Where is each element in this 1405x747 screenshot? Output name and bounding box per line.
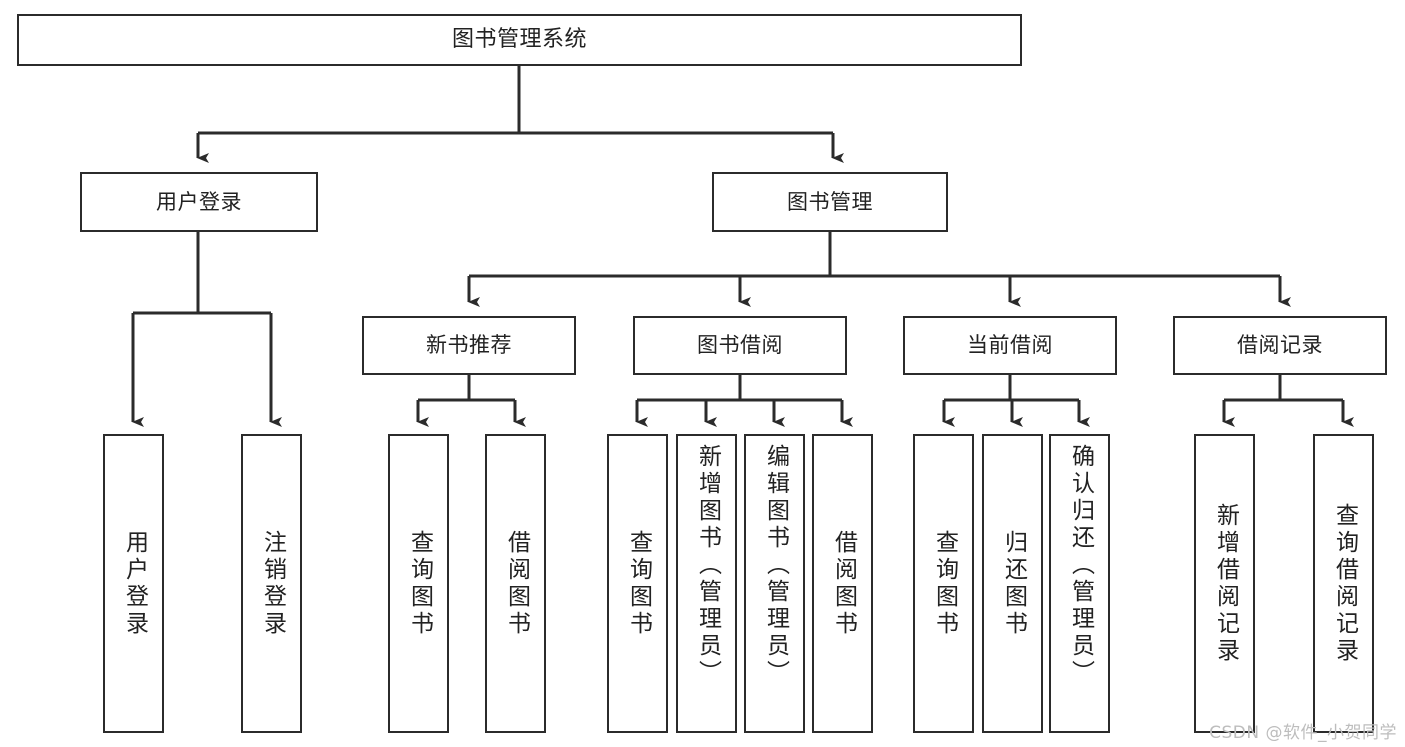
leaf-current-borrow-return[interactable]: 归还图书 xyxy=(982,434,1043,733)
leaf-borrow-record-add[interactable]: 新增借阅记录 xyxy=(1194,434,1255,733)
leaf-book-borrow-add-label: 新增图书（管理员） xyxy=(694,444,721,687)
node-book-management-label: 图书管理 xyxy=(787,189,873,214)
node-book-borrow[interactable]: 图书借阅 xyxy=(633,316,847,375)
leaf-new-book-query-label: 查询图书 xyxy=(406,529,433,638)
leaf-book-borrow-query[interactable]: 查询图书 xyxy=(607,434,668,733)
leaf-book-borrow-lend[interactable]: 借阅图书 xyxy=(812,434,873,733)
node-borrow-record[interactable]: 借阅记录 xyxy=(1173,316,1387,375)
leaf-borrow-record-add-label: 新增借阅记录 xyxy=(1212,502,1239,665)
leaf-book-borrow-edit-label: 编辑图书（管理员） xyxy=(762,444,789,687)
leaf-borrow-record-query[interactable]: 查询借阅记录 xyxy=(1313,434,1374,733)
leaf-book-borrow-add[interactable]: 新增图书（管理员） xyxy=(676,434,737,733)
leaf-user-login-signin-label: 用户登录 xyxy=(121,529,148,638)
leaf-current-borrow-query-label: 查询图书 xyxy=(931,529,958,638)
leaf-current-borrow-confirm-label: 确认归还（管理员） xyxy=(1067,444,1094,687)
leaf-new-book-borrow[interactable]: 借阅图书 xyxy=(485,434,546,733)
node-new-book-recommend[interactable]: 新书推荐 xyxy=(362,316,576,375)
leaf-user-login-signin[interactable]: 用户登录 xyxy=(103,434,164,733)
leaf-user-login-signout-label: 注销登录 xyxy=(259,529,286,638)
leaf-current-borrow-return-label: 归还图书 xyxy=(1000,529,1027,638)
node-new-book-recommend-label: 新书推荐 xyxy=(426,333,512,358)
node-current-borrow-label: 当前借阅 xyxy=(967,333,1053,358)
node-borrow-record-label: 借阅记录 xyxy=(1237,333,1323,358)
leaf-new-book-borrow-label: 借阅图书 xyxy=(503,529,530,638)
leaf-user-login-signout[interactable]: 注销登录 xyxy=(241,434,302,733)
node-user-login-label: 用户登录 xyxy=(156,189,242,214)
node-current-borrow[interactable]: 当前借阅 xyxy=(903,316,1117,375)
node-book-borrow-label: 图书借阅 xyxy=(697,333,783,358)
leaf-book-borrow-query-label: 查询图书 xyxy=(625,529,652,638)
leaf-borrow-record-query-label: 查询借阅记录 xyxy=(1331,502,1358,665)
leaf-book-borrow-edit[interactable]: 编辑图书（管理员） xyxy=(744,434,805,733)
leaf-current-borrow-confirm[interactable]: 确认归还（管理员） xyxy=(1049,434,1110,733)
node-book-management[interactable]: 图书管理 xyxy=(712,172,948,232)
node-user-login[interactable]: 用户登录 xyxy=(80,172,318,232)
leaf-new-book-query[interactable]: 查询图书 xyxy=(388,434,449,733)
node-root[interactable]: 图书管理系统 xyxy=(17,14,1022,66)
node-root-label: 图书管理系统 xyxy=(451,27,587,53)
leaf-current-borrow-query[interactable]: 查询图书 xyxy=(913,434,974,733)
leaf-book-borrow-lend-label: 借阅图书 xyxy=(830,529,857,638)
csdn-watermark: CSDN @软件_小贺同学 xyxy=(1209,723,1397,743)
